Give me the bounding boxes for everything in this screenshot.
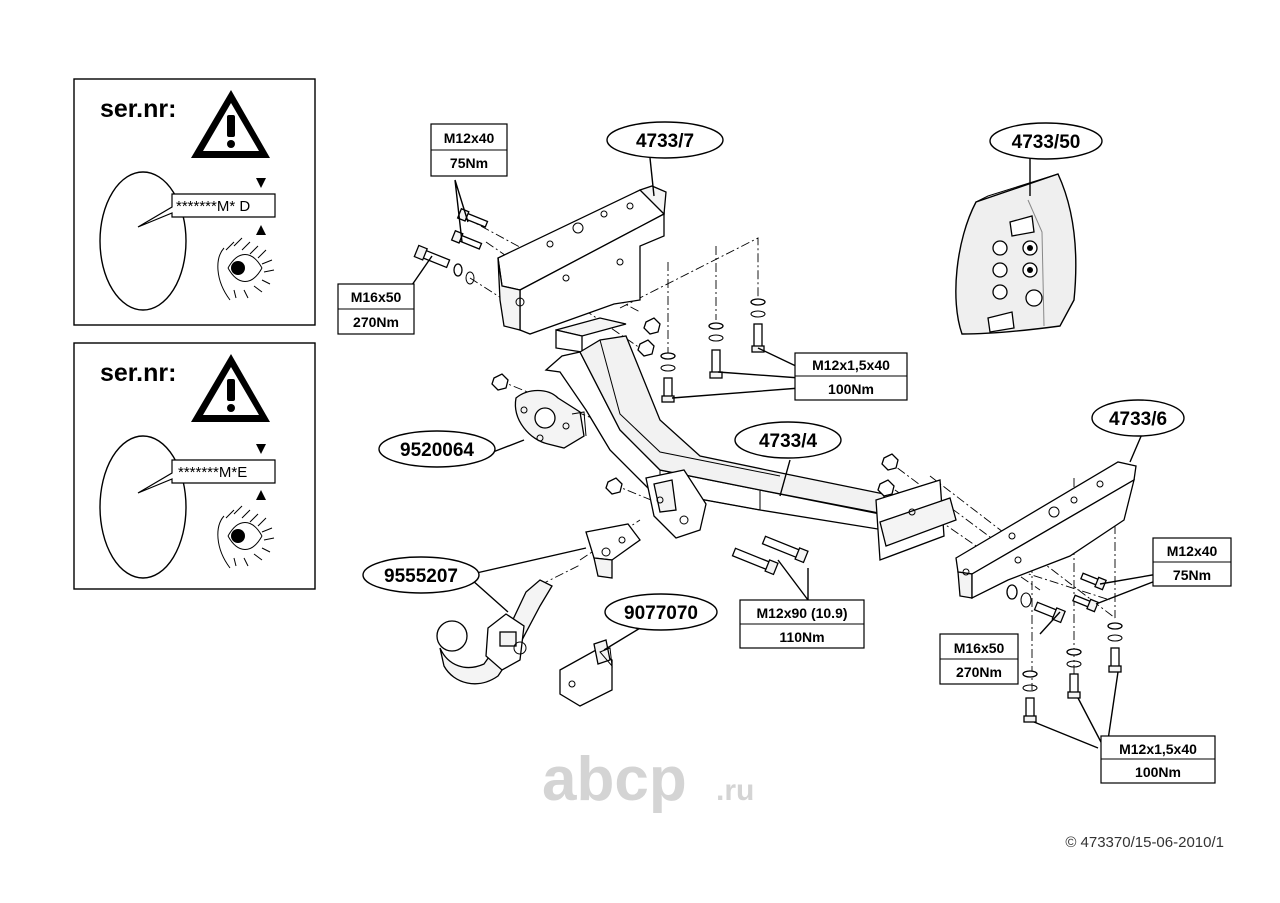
- serial-number-text: *******M* D: [176, 198, 250, 215]
- part-9520064-socket-plate: [514, 389, 587, 449]
- serial-panel-title: ser.nr:: [100, 95, 176, 123]
- part-4733-7-bracket: [497, 185, 667, 335]
- svg-text:M12x40: M12x40: [1167, 543, 1218, 559]
- part-4733-50-bolt-kit: [955, 173, 1077, 335]
- serial-plate-oval: [99, 435, 187, 579]
- warning-icon: [191, 354, 270, 422]
- spec-box-m12x40-top: M12x40 75Nm: [430, 123, 508, 177]
- svg-text:75Nm: 75Nm: [450, 155, 488, 171]
- svg-text:75Nm: 75Nm: [1173, 567, 1211, 583]
- svg-text:9077070: 9077070: [624, 603, 698, 624]
- svg-text:100Nm: 100Nm: [828, 381, 874, 397]
- spec-box-m12x40-right: M12x40 75Nm: [1152, 537, 1232, 587]
- part-label-4733-6: 4733/6: [1091, 399, 1185, 437]
- eye-icon: [217, 237, 275, 301]
- serial-panel-title: ser.nr:: [100, 359, 176, 387]
- svg-text:4733/50: 4733/50: [1012, 132, 1081, 153]
- svg-text:abcp: abcp: [542, 745, 687, 814]
- svg-text:110Nm: 110Nm: [779, 629, 824, 645]
- warning-icon: [191, 90, 270, 158]
- svg-text:M16x50: M16x50: [954, 640, 1005, 656]
- svg-text:M12x90 (10.9): M12x90 (10.9): [756, 605, 847, 621]
- serial-plate-oval: [99, 171, 187, 311]
- svg-text:M12x40: M12x40: [444, 130, 495, 146]
- svg-text:M12x1,5x40: M12x1,5x40: [1119, 741, 1197, 757]
- serial-number-text: *******M*E: [178, 464, 247, 481]
- part-9555207-ball-neck: [436, 523, 641, 685]
- svg-text:4733/4: 4733/4: [759, 431, 818, 452]
- part-label-9520064: 9520064: [378, 430, 496, 468]
- svg-text:4733/6: 4733/6: [1109, 409, 1167, 430]
- svg-text:9520064: 9520064: [400, 440, 474, 461]
- abcp-watermark-logo: abcp .ru: [542, 745, 754, 814]
- svg-text:100Nm: 100Nm: [1135, 764, 1181, 780]
- part-label-4733-7: 4733/7: [606, 121, 724, 159]
- svg-text:.ru: .ru: [716, 774, 754, 807]
- part-4733-4-crossbar: [544, 317, 957, 561]
- svg-text:270Nm: 270Nm: [956, 664, 1002, 680]
- spec-box-m12x15x40-bottom: M12x1,5x40 100Nm: [1100, 735, 1216, 784]
- svg-text:270Nm: 270Nm: [353, 314, 399, 330]
- spec-box-m16x50-right: M16x50 270Nm: [939, 633, 1019, 685]
- svg-text:M12x1,5x40: M12x1,5x40: [812, 357, 890, 373]
- spec-box-m16x50-left: M16x50 270Nm: [337, 283, 415, 335]
- part-label-9555207: 9555207: [362, 556, 480, 594]
- part-label-4733-4: 4733/4: [734, 421, 842, 459]
- serial-panel-e: ser.nr: *******M*E: [73, 342, 316, 590]
- svg-text:9555207: 9555207: [384, 566, 458, 587]
- part-4733-6-bracket: [955, 461, 1137, 600]
- part-label-9077070: 9077070: [604, 593, 718, 631]
- serial-panel-d: ser.nr: *******M* D: [73, 78, 316, 326]
- leader-lines: [411, 157, 1159, 749]
- svg-text:4733/7: 4733/7: [636, 131, 694, 152]
- svg-text:M16x50: M16x50: [351, 289, 402, 305]
- part-9077070-connector: [559, 639, 613, 707]
- copyright-text: © 473370/15-06-2010/1: [1065, 834, 1224, 851]
- spec-box-m12x90: M12x90 (10.9) 110Nm: [739, 599, 865, 649]
- eye-icon: [217, 505, 275, 569]
- spec-box-m12x15x40-top: M12x1,5x40 100Nm: [794, 352, 908, 401]
- part-label-4733-50: 4733/50: [989, 122, 1103, 160]
